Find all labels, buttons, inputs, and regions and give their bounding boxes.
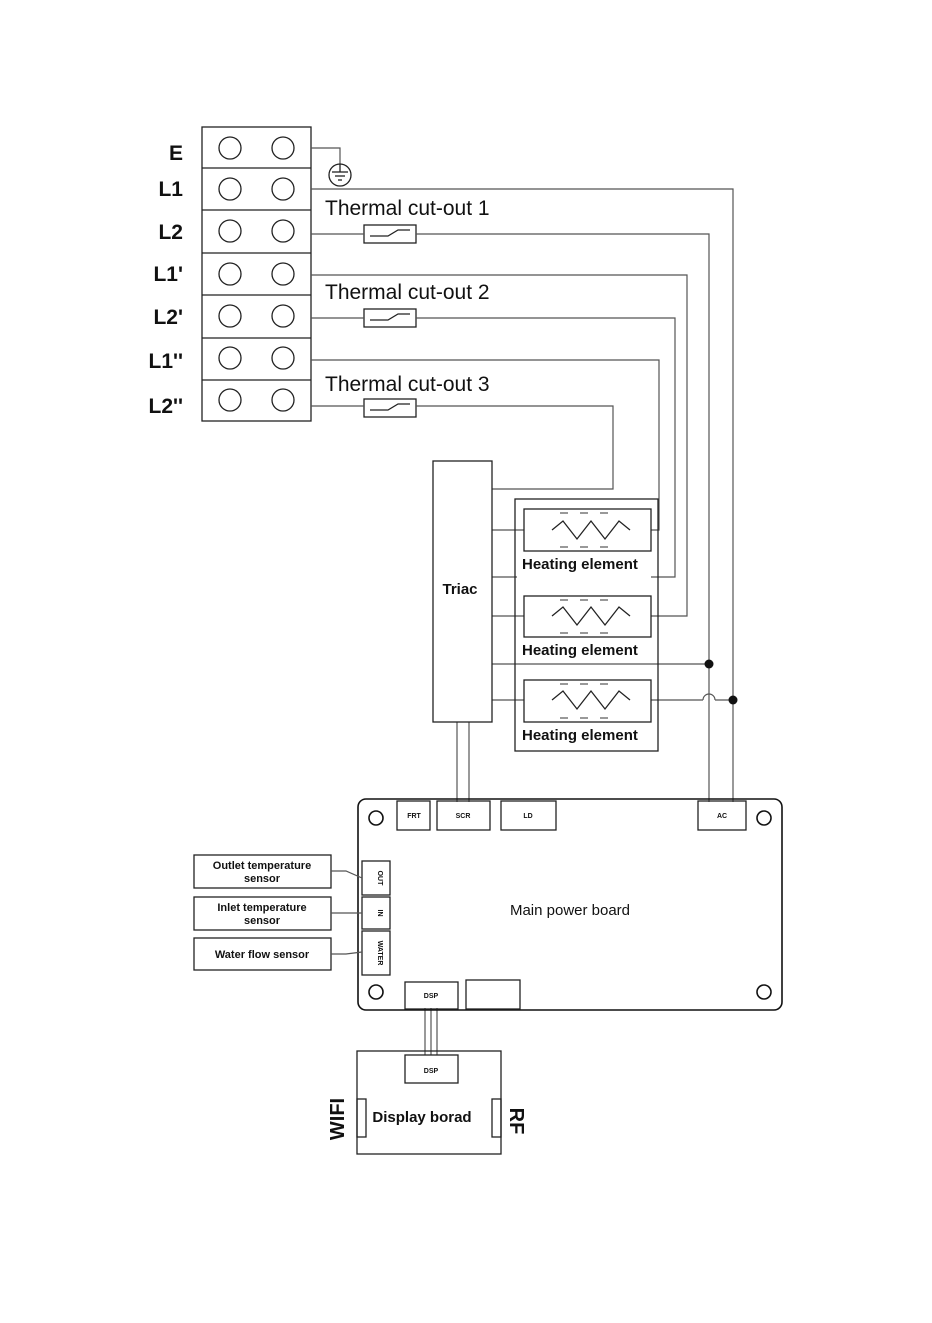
svg-text:IN: IN (376, 910, 383, 917)
svg-text:DSP: DSP (424, 1068, 439, 1075)
svg-text:Water flow sensor: Water flow sensor (215, 949, 310, 961)
heating-elements: Heating element Heating element Heating … (515, 499, 658, 751)
terminal-screws (219, 137, 294, 411)
blank-connector (466, 980, 520, 1009)
ac-connector: AC (698, 801, 746, 830)
terminal-label-l2-prime: L2' (153, 306, 183, 329)
terminal-label-e: E (169, 142, 183, 165)
in-connector: IN (362, 897, 390, 929)
thermal-cutout-3-label: Thermal cut-out 3 (325, 373, 490, 396)
svg-text:LD: LD (523, 813, 532, 820)
ld-connector: LD (501, 801, 556, 830)
ground-icon (311, 148, 351, 186)
dsp-connector: DSP (405, 982, 458, 1009)
terminal-label-l2-double-prime: L2'' (149, 395, 184, 418)
heating-element-3: Heating element (522, 680, 651, 744)
thermal-cutout-1-label: Thermal cut-out 1 (325, 197, 490, 220)
svg-text:FRT: FRT (407, 813, 421, 820)
svg-text:sensor: sensor (244, 915, 281, 927)
main-power-board: FRT SCR LD AC OUT IN WATER DSP (358, 799, 782, 1010)
svg-text:AC: AC (717, 813, 727, 820)
out-connector: OUT (362, 861, 390, 895)
water-flow-sensor: Water flow sensor (194, 938, 362, 970)
triac: Triac (433, 461, 492, 722)
thermal-cutout-1-icon (364, 225, 416, 243)
outlet-temperature-sensor: Outlet temperature sensor (194, 855, 362, 888)
display-board: DSP Display borad WIFI RF (327, 1051, 527, 1154)
terminal-label-l1: L1 (158, 178, 183, 201)
terminal-label-l1-double-prime: L1'' (149, 350, 184, 373)
terminal-label-l1-prime: L1' (153, 263, 183, 286)
main-power-board-label: Main power board (510, 902, 630, 919)
thermal-cutout-2-label: Thermal cut-out 2 (325, 281, 490, 304)
junction-dot (729, 696, 738, 705)
junction-dot (705, 660, 714, 669)
svg-text:Outlet temperature: Outlet temperature (213, 860, 311, 872)
svg-text:sensor: sensor (244, 873, 281, 885)
wifi-label: WIFI (327, 1098, 349, 1140)
thermal-cutout-2-icon (364, 309, 416, 327)
heating-element-1: Heating element (522, 509, 651, 573)
inlet-temperature-sensor: Inlet temperature sensor (194, 897, 362, 930)
rf-label: RF (505, 1108, 527, 1135)
svg-text:DSP: DSP (424, 993, 439, 1000)
svg-text:SCR: SCR (456, 813, 471, 820)
terminal-block: E L1 L2 L1' L2' L1'' L2'' (149, 127, 312, 421)
terminal-label-l2: L2 (158, 221, 183, 244)
wifi-connector (357, 1099, 366, 1137)
thermal-cutout-3-icon (364, 399, 416, 417)
svg-text:WATER: WATER (376, 941, 383, 966)
scr-connector: SCR (437, 801, 490, 830)
heating-element-3-label: Heating element (522, 727, 638, 744)
svg-text:OUT: OUT (376, 871, 383, 887)
heating-element-2-label: Heating element (522, 642, 638, 659)
water-connector: WATER (362, 931, 390, 975)
display-board-label: Display borad (372, 1109, 471, 1126)
heating-element-2: Heating element (522, 596, 651, 659)
display-dsp-connector: DSP (405, 1055, 458, 1083)
heating-element-1-label: Heating element (522, 556, 638, 573)
triac-label: Triac (442, 581, 477, 598)
rf-connector (492, 1099, 501, 1137)
svg-text:Inlet temperature: Inlet temperature (217, 902, 306, 914)
frt-connector: FRT (397, 801, 430, 830)
